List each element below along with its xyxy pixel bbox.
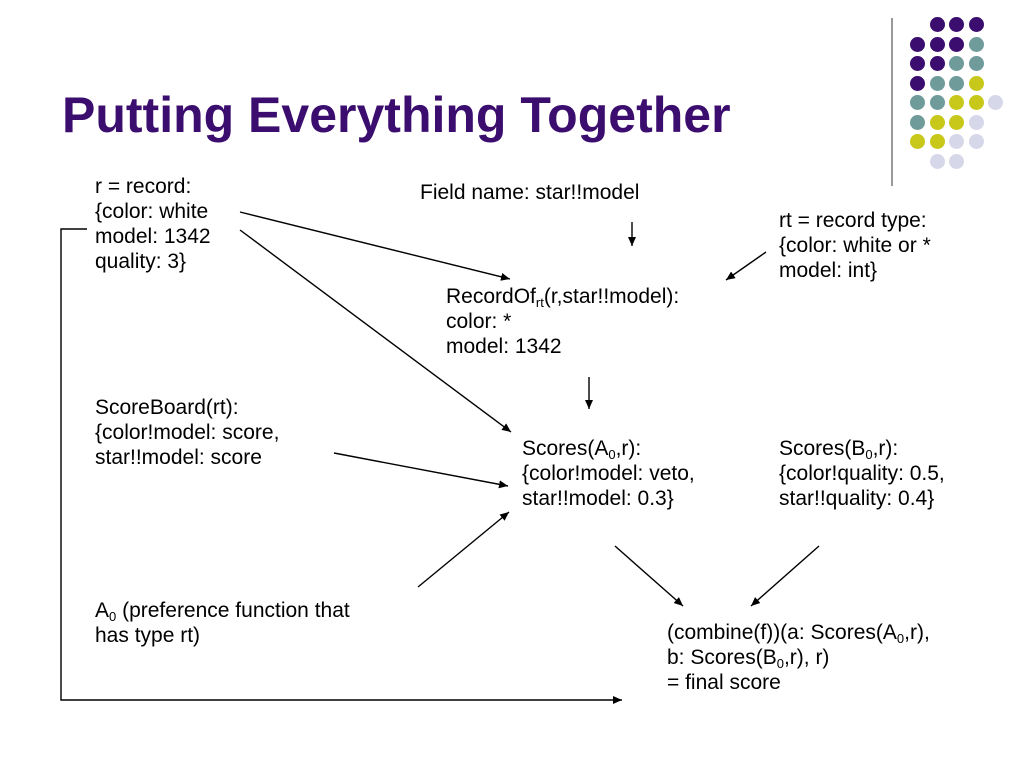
a0-description: A0 (preference function that has type rt… [95, 598, 350, 648]
arrow-scoreboard-to-scores-a [333, 452, 509, 489]
recordof-line-1: RecordOfrt(r,star!!model): [446, 285, 680, 310]
scores-b-line-1: Scores(B0,r): [779, 437, 899, 462]
decor-dot [929, 17, 945, 32]
arrow-recordtype-to-recordof [725, 251, 767, 281]
decor-dot [949, 17, 964, 32]
record-line-1: r = record: [95, 175, 192, 198]
title-divider-line [891, 18, 893, 186]
decor-dot [910, 134, 925, 149]
decor-dot [949, 75, 964, 91]
scores-a-line-1: Scores(A0,r): [522, 437, 642, 462]
decor-dot [949, 114, 964, 130]
a0-line-1: A0 (preference function that [95, 599, 350, 624]
scores-b-block: Scores(B0,r): {color!quality: 0.5, star!… [779, 436, 945, 511]
decor-dot [929, 114, 945, 130]
decor-dot [949, 153, 964, 169]
decor-dot [968, 56, 984, 71]
scoreboard-definition: ScoreBoard(rt): {color!model: score, sta… [95, 395, 279, 470]
record-type-line-2: {color: white or * [779, 234, 931, 257]
decor-dot [949, 56, 964, 71]
field-name-label: Field name: star!!model [420, 181, 640, 204]
arrow-scores-a-to-combine [614, 545, 684, 607]
decor-dot [929, 153, 945, 169]
slide-title: Putting Everything Together [62, 87, 731, 143]
record-type-line-3: model: int} [779, 259, 878, 282]
scoreboard-line-2: {color!model: score, [95, 421, 280, 444]
scoreboard-line-1: ScoreBoard(rt): [95, 396, 239, 419]
decor-dot [929, 134, 945, 149]
decor-dot [929, 95, 945, 110]
scores-b-line-3: star!!quality: 0.4} [779, 487, 935, 510]
decor-dot [949, 134, 964, 149]
decor-dot [949, 36, 964, 52]
decor-dot [910, 114, 925, 130]
scoreboard-line-3: star!!model: score [95, 446, 262, 469]
recordof-block: RecordOfrt(r,star!!model): color: * mode… [446, 284, 679, 359]
recordof-line-2: color: * [446, 310, 512, 333]
arrow-scores-b-to-combine [750, 545, 820, 607]
combine-block: (combine(f))(a: Scores(A0,r), b: Scores(… [667, 620, 930, 695]
decor-dot [968, 114, 984, 130]
decor-dot [968, 95, 984, 110]
decor-dot [910, 56, 925, 71]
record-type-line-1: rt = record type: [779, 209, 927, 232]
record-definition: r = record: {color: white model: 1342 qu… [95, 174, 211, 274]
decor-dot [968, 134, 984, 149]
decor-dot [968, 36, 984, 52]
arrow-record-to-scores-a [239, 229, 512, 433]
decor-dot [910, 36, 925, 52]
combine-line-2: b: Scores(B0,r), r) [667, 646, 830, 671]
decor-dot [968, 17, 984, 32]
decor-dot [910, 95, 925, 110]
record-line-2: {color: white [95, 200, 209, 223]
scores-a-line-3: star!!model: 0.3} [522, 487, 674, 510]
record-line-3: model: 1342 [95, 225, 211, 248]
arrow-a0-to-scores-a [417, 511, 510, 588]
decor-dot [968, 75, 984, 91]
scores-a-line-2: {color!model: veto, [522, 462, 695, 485]
scores-a-block: Scores(A0,r): {color!model: veto, star!!… [522, 436, 695, 511]
decor-dot [929, 36, 945, 52]
a0-line-2: has type rt) [95, 624, 201, 647]
recordof-line-3: model: 1342 [446, 335, 562, 358]
arrow-record-to-combine [60, 228, 622, 704]
decor-dot [929, 56, 945, 71]
decor-dot [910, 75, 925, 91]
arrow-record-to-recordof [239, 211, 511, 281]
record-line-4: quality: 3} [95, 250, 187, 273]
scores-b-line-2: {color!quality: 0.5, [779, 462, 945, 485]
combine-line-1: (combine(f))(a: Scores(A0,r), [667, 621, 930, 646]
decor-dot [949, 95, 964, 110]
combine-line-3: = final score [667, 671, 781, 694]
decor-dot [988, 95, 1003, 110]
record-type-definition: rt = record type: {color: white or * mod… [779, 208, 931, 283]
decor-dot [929, 75, 945, 91]
